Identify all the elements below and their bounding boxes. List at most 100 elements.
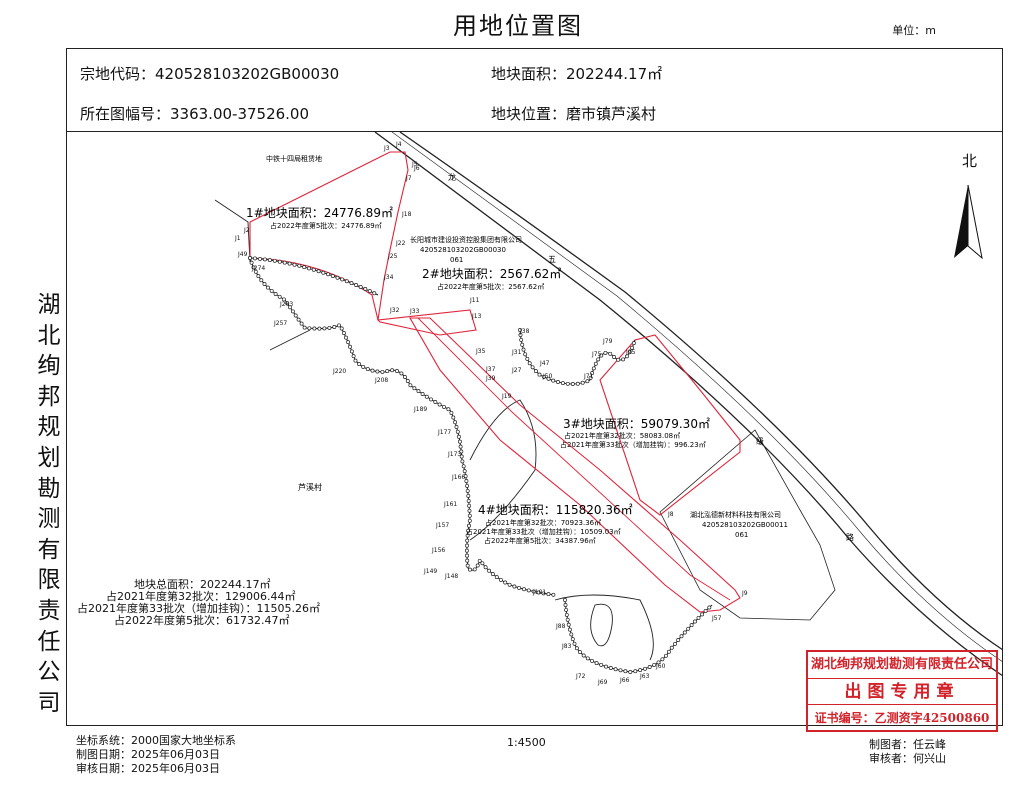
survey-point-marker [490, 572, 495, 576]
survey-point-marker [251, 265, 256, 270]
survey-point-marker [330, 274, 335, 278]
survey-point-marker [446, 407, 451, 412]
survey-point-marker [321, 270, 326, 275]
survey-point-marker [296, 317, 301, 322]
point-label: J88 [555, 623, 566, 630]
survey-point-marker [466, 528, 471, 533]
survey-point-marker [348, 344, 352, 349]
made-date: 制图日期：2025年06月03日 [76, 748, 220, 761]
boundary-line [554, 594, 654, 661]
survey-point-marker [344, 279, 349, 284]
survey-point-marker [258, 256, 262, 261]
point-label: J31 [511, 349, 522, 356]
survey-point-marker [266, 285, 270, 290]
survey-point-marker [707, 605, 712, 610]
survey-point-marker [267, 258, 272, 263]
label-hongde: 湖北泓德新材料科技有限公司 [690, 510, 781, 519]
survey-point-marker [631, 341, 636, 346]
label-hongde-num: 061 [735, 531, 748, 539]
survey-point-marker [593, 361, 598, 366]
survey-point-marker [467, 513, 472, 518]
survey-point-marker [536, 590, 541, 595]
stamp-company: 湖北绚邦规划勘测有限责任公司 [810, 657, 993, 672]
survey-point-marker [464, 548, 469, 553]
side-char: 勘 [37, 475, 61, 502]
parcel-4-title: 4#地块面积：115820.36㎡ [478, 503, 633, 517]
survey-point-marker [299, 321, 304, 326]
point-label: J18 [401, 211, 412, 218]
survey-point-marker [563, 603, 568, 607]
survey-point-marker [272, 258, 277, 263]
point-label: J166 [451, 474, 465, 481]
survey-point-marker [541, 374, 546, 379]
survey-point-marker [467, 518, 472, 523]
survey-point-marker [375, 369, 380, 374]
survey-point-marker [580, 380, 585, 385]
road-label: 级 [756, 436, 764, 446]
summary-line: 占2022年度第5批次：61732.47㎡ [114, 614, 290, 627]
survey-point-marker [565, 381, 570, 386]
survey-point-marker [585, 379, 590, 384]
survey-point-marker [682, 630, 687, 635]
survey-point-marker [613, 667, 618, 672]
point-label: J2 [243, 227, 250, 234]
survey-point-marker [424, 394, 429, 399]
survey-point-marker [590, 371, 595, 376]
survey-point-marker [581, 653, 586, 658]
side-char: 测 [37, 506, 61, 533]
survey-point-marker [466, 493, 471, 498]
survey-point-marker [652, 662, 657, 667]
map-frame [66, 48, 1003, 726]
survey-point-marker [385, 369, 390, 374]
side-char: 限 [37, 567, 61, 594]
survey-point-marker [572, 641, 577, 646]
survey-point-marker [676, 638, 681, 642]
survey-point-marker [429, 397, 433, 402]
survey-point-marker [468, 567, 472, 572]
map-title: 用地位置图 [453, 12, 583, 40]
label-changyang-num: 061 [450, 256, 463, 264]
point-label: J19 [501, 393, 512, 400]
survey-point-marker [604, 664, 608, 669]
parcel-2-sub: 占2022年度第5批次：2567.62㎡ [437, 282, 544, 291]
survey-point-marker [249, 260, 254, 265]
parcel-1-boundary [249, 151, 409, 321]
survey-point-marker [457, 439, 462, 444]
survey-point-marker [372, 291, 377, 296]
label-changyang-code: 420528103202GB00030 [420, 246, 506, 254]
survey-point-marker [608, 666, 613, 670]
unit-label: 单位：m [892, 24, 936, 37]
survey-point-marker [560, 381, 565, 386]
point-label: J156 [431, 547, 445, 554]
survey-point-marker [353, 358, 358, 363]
summary-line: 占2021年度第33批次（增加挂钩）：11505.26㎡ [77, 602, 320, 615]
survey-point-marker [361, 364, 366, 369]
survey-point-marker [262, 257, 267, 262]
survey-point-marker [277, 294, 282, 299]
survey-point-marker [405, 379, 410, 383]
survey-point-marker [696, 615, 701, 620]
boundary-line [469, 399, 537, 541]
official-stamp: 湖北绚邦规划勘测有限责任公司 出图专用章 证书编号：乙测资字42500860 [806, 650, 998, 732]
survey-point-marker [527, 361, 532, 366]
survey-point-marker [365, 367, 370, 372]
point-label: J38 [519, 328, 530, 335]
point-label: J79 [602, 338, 613, 345]
parcel-1-sub: 占2022年度第5批次：24776.89㎡ [270, 221, 382, 230]
side-company-name: 湖 北 绚 邦 规 划 勘 测 有 限 责 任 公 司 [36, 290, 62, 718]
survey-point-marker [339, 326, 344, 331]
survey-point-marker [253, 269, 258, 274]
survey-point-marker [293, 313, 298, 318]
survey-point-marker [465, 543, 469, 548]
survey-point-marker [465, 563, 470, 568]
survey-point-marker [463, 474, 468, 479]
parcel-4-boundary [409, 317, 741, 613]
survey-point-marker [477, 558, 482, 563]
survey-point-marker [466, 498, 471, 503]
survey-point-marker [664, 653, 668, 658]
survey-point-marker [574, 646, 579, 651]
survey-point-marker [590, 658, 595, 663]
point-label: J161 [443, 501, 457, 508]
map-scale: 1:4500 [507, 736, 546, 749]
survey-point-marker [451, 415, 456, 420]
